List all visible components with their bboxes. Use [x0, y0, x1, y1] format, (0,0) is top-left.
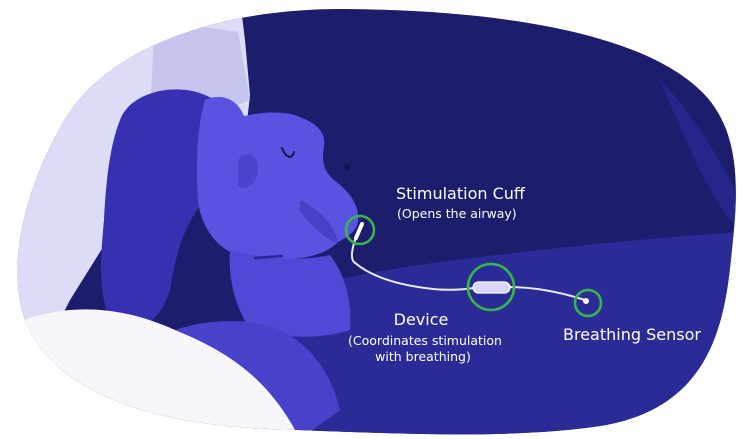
breathing-sensor-tip — [583, 298, 589, 304]
device-label: Device — [394, 310, 449, 329]
stimulation-cuff-sublabel: (Opens the airway) — [397, 206, 517, 221]
device-sublabel-line2: with breathing) — [375, 349, 471, 364]
device-sublabel-line1: (Coordinates stimulation — [348, 333, 502, 348]
implanted-device — [473, 282, 510, 293]
nostril — [344, 163, 350, 171]
breathing-sensor-label: Breathing Sensor — [563, 325, 701, 344]
stimulation-cuff-label: Stimulation Cuff — [396, 184, 526, 203]
